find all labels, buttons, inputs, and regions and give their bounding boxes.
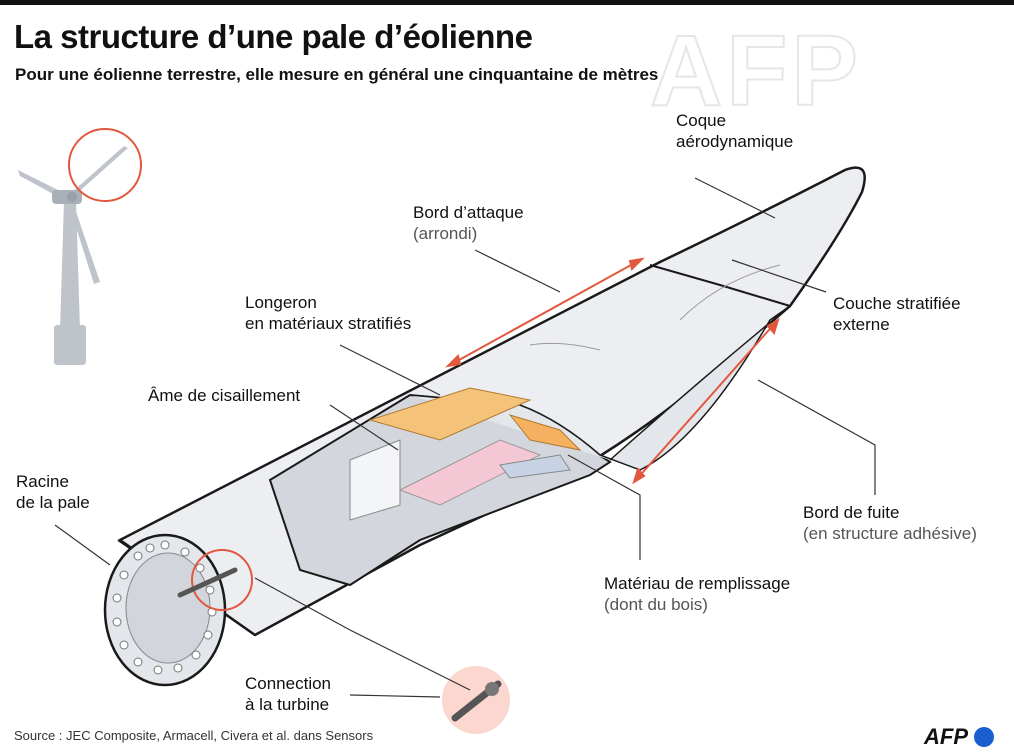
leader-lines: [54, 177, 876, 698]
afp-logo: AFP: [924, 724, 995, 750]
label-coque-line2: aérodynamique: [676, 132, 794, 151]
label-materiau-main: Matériau de remplissage: [604, 574, 791, 593]
page-title: La structure d’une pale d’éolienne: [14, 18, 533, 55]
label-couche-line2: externe: [833, 315, 890, 334]
red-arrows: [445, 257, 780, 485]
label-racine-line1: Racine: [16, 472, 69, 491]
afp-logo-text: AFP: [924, 724, 968, 749]
label-connection: Connection à la turbine: [245, 673, 331, 715]
source-credit: Source : JEC Composite, Armacell, Civera…: [14, 728, 374, 743]
label-bord-fuite: Bord de fuite (en structure adhésive): [803, 502, 977, 544]
label-bord-fuite-sub: (en structure adhésive): [803, 524, 977, 543]
label-couche-line1: Couche stratifiée: [833, 294, 961, 313]
label-materiau-remplissage: Matériau de remplissage (dont du bois): [604, 573, 790, 615]
label-longeron: Longeron en matériaux stratifiés: [245, 292, 411, 334]
label-bord-attaque-sub: (arrondi): [413, 224, 478, 243]
label-bord-attaque-main: Bord d’attaque: [413, 203, 524, 222]
blade-root: [103, 533, 256, 687]
label-connection-line2: à la turbine: [245, 695, 330, 714]
label-coque: Coque aérodynamique: [676, 110, 793, 152]
top-bar: [0, 0, 1014, 5]
afp-logo-dot-icon: [974, 727, 995, 747]
label-bord-fuite-main: Bord de fuite: [803, 503, 900, 522]
label-racine: Racine de la pale: [16, 471, 90, 513]
label-bord-attaque: Bord d’attaque (arrondi): [413, 202, 524, 244]
label-longeron-line2: en matériaux stratifiés: [245, 314, 412, 333]
label-coque-line1: Coque: [676, 111, 727, 130]
label-couche-stratifiee: Couche stratifiée externe: [833, 293, 961, 335]
page-subtitle: Pour une éolienne terrestre, elle mesure…: [15, 65, 659, 84]
label-materiau-sub: (dont du bois): [604, 595, 708, 614]
blade-shell: [118, 166, 866, 637]
label-longeron-line1: Longeron: [245, 293, 317, 312]
label-racine-line2: de la pale: [16, 493, 90, 512]
label-ame-cisaillement: Âme de cisaillement: [148, 386, 301, 405]
label-connection-line1: Connection: [245, 674, 332, 693]
afp-watermark: AFP: [649, 14, 862, 128]
wind-turbine-icon: [18, 128, 142, 365]
connection-detail: [442, 666, 510, 734]
